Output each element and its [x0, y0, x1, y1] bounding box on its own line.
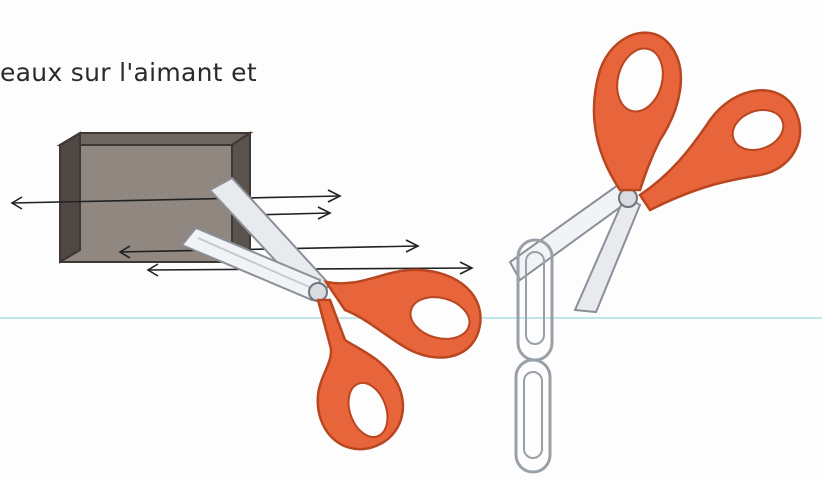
paperclip — [516, 360, 550, 472]
scissors-illustration — [510, 33, 800, 312]
caption-line-1: eaux sur l'aimant et — [0, 58, 257, 87]
